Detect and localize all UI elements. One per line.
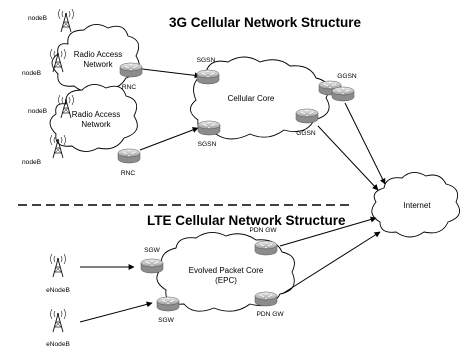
ggsn-router-icon bbox=[331, 86, 355, 102]
epc-label-line1: Evolved Packet Core bbox=[189, 266, 264, 275]
ran-2-label-line2: Network bbox=[81, 120, 111, 129]
sgsn-label-2: SGSN bbox=[198, 141, 217, 148]
rnc-label-2: RNC bbox=[121, 170, 136, 177]
ran-2-label-line1: Radio Access bbox=[72, 110, 120, 119]
arrow-enodeb2-to-sgw bbox=[79, 301, 153, 323]
radio-access-network-cloud-2 bbox=[49, 84, 138, 152]
ran-1-label-line1: Radio Access bbox=[74, 50, 122, 59]
nodeb-label-4: nodeB bbox=[22, 159, 42, 166]
nodeb-tower-icon bbox=[58, 8, 74, 33]
sgsn-router-icon bbox=[196, 69, 220, 85]
enodeb-tower-icon bbox=[50, 308, 66, 333]
radio-access-network-cloud-1 bbox=[51, 24, 140, 92]
nodeb-label-1: nodeB bbox=[28, 15, 48, 22]
sgw-label-1: SGW bbox=[144, 247, 161, 254]
arrow-rnc1-to-sgsn bbox=[141, 68, 201, 79]
arrow-rnc2-to-sgsn bbox=[139, 127, 199, 151]
epc-label-line2: (EPC) bbox=[215, 276, 237, 285]
ggsn-label-1: GGSN bbox=[337, 73, 357, 80]
sgsn-router-icon bbox=[197, 120, 221, 136]
arrow-pdngw1-to-internet bbox=[279, 216, 377, 247]
sgsn-label-1: SGSN bbox=[197, 57, 216, 64]
arrow-ggsn2-to-internet bbox=[317, 125, 379, 191]
pdn-gw-label-2: PDN GW bbox=[256, 311, 284, 318]
internet-label: Internet bbox=[403, 201, 431, 210]
nodeb-label-3: nodeB bbox=[28, 108, 48, 115]
nodeb-label-2: nodeB bbox=[22, 70, 42, 77]
title-3g: 3G Cellular Network Structure bbox=[169, 15, 362, 30]
pdn-gw-router-icon bbox=[254, 240, 278, 256]
ggsn-label-2: GGSN bbox=[296, 130, 316, 137]
rnc-router-icon bbox=[119, 62, 143, 78]
sgw-router-icon bbox=[156, 296, 180, 312]
rnc-router-icon bbox=[117, 148, 141, 164]
pdn-gw-label-1: PDN GW bbox=[249, 227, 277, 234]
title-lte: LTE Cellular Network Structure bbox=[147, 213, 346, 228]
arrow-pdngw2-to-internet bbox=[281, 231, 381, 295]
sgw-label-2: SGW bbox=[158, 317, 175, 324]
cellular-core-label: Cellular Core bbox=[228, 94, 275, 103]
arrow-ggsn1-to-internet bbox=[344, 102, 386, 185]
sgw-router-icon bbox=[140, 258, 164, 274]
enodeb-label-2: eNodeB bbox=[46, 341, 70, 348]
rnc-label-1: RNC bbox=[122, 84, 137, 91]
enodeb-tower-icon bbox=[50, 253, 66, 278]
ggsn-router-icon bbox=[295, 108, 319, 124]
pdn-gw-router-icon bbox=[254, 291, 278, 307]
enodeb-label-1: eNodeB bbox=[46, 287, 70, 294]
ran-1-label-line2: Network bbox=[83, 60, 113, 69]
